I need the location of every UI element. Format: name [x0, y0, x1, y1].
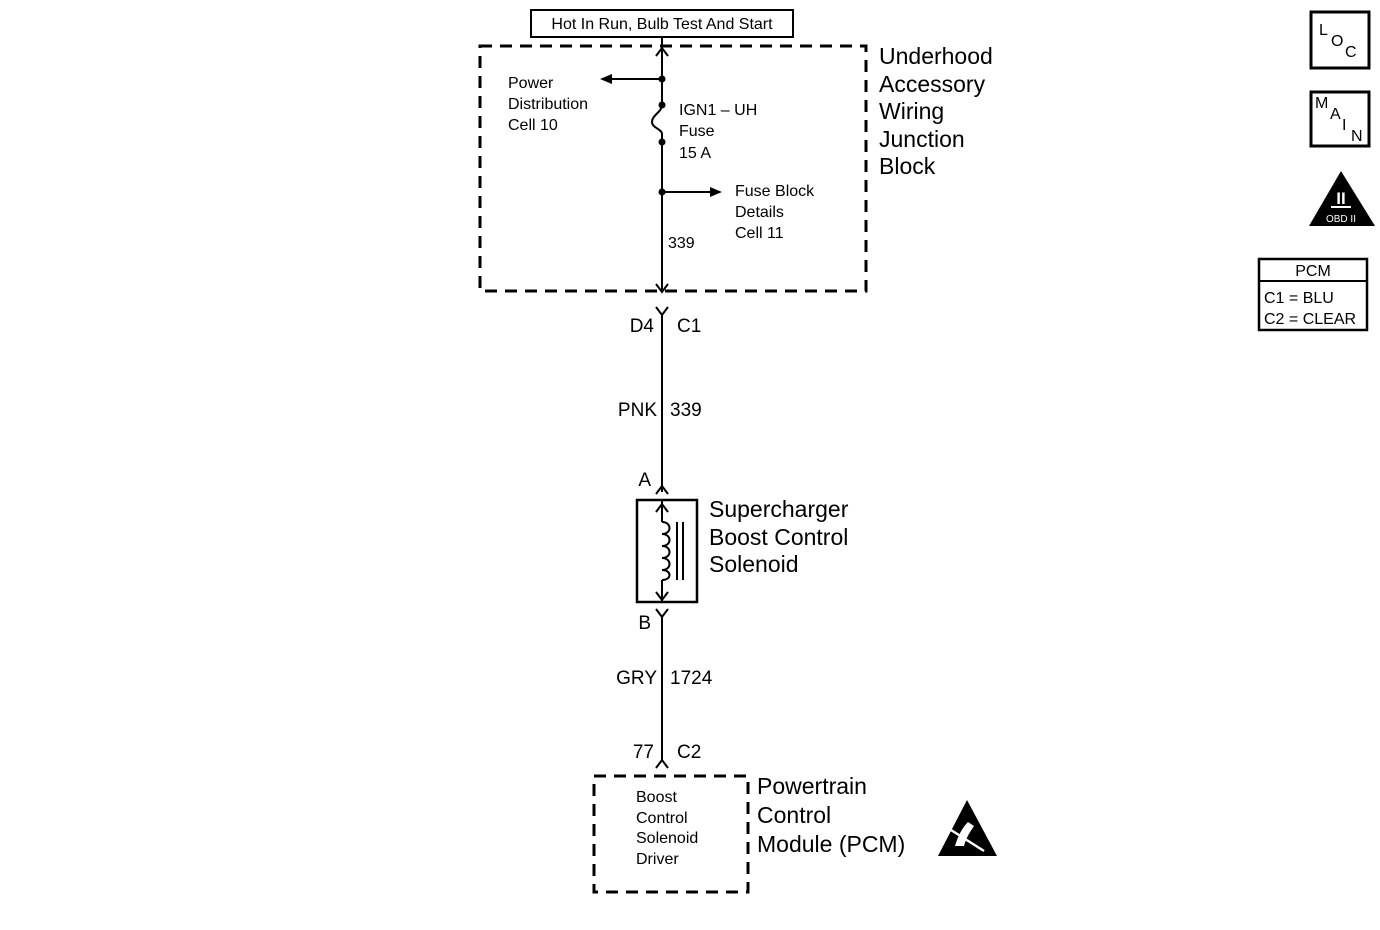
svg-text:Underhood: Underhood	[879, 43, 993, 69]
solenoid-coil-icon	[661, 521, 671, 581]
svg-text:Junction: Junction	[879, 126, 965, 152]
main-icon[interactable]: M A I N	[1309, 90, 1371, 148]
svg-text:C: C	[1345, 44, 1357, 61]
svg-text:II: II	[1336, 189, 1345, 208]
connector-top-pin: D4	[630, 316, 655, 337]
connector-bottom-pin: 77	[633, 742, 654, 763]
svg-text:Solenoid: Solenoid	[636, 830, 698, 847]
svg-text:C1 = BLU: C1 = BLU	[1264, 290, 1334, 307]
internal-circuit-number: 339	[668, 235, 695, 252]
solenoid-arrow-bottom-icon	[655, 591, 669, 602]
svg-text:L: L	[1319, 22, 1328, 39]
solenoid-arrow-top-icon	[655, 502, 669, 513]
connector-c2-icon	[655, 758, 669, 769]
connector-top-name: C1	[677, 316, 701, 337]
svg-text:N: N	[1351, 128, 1363, 145]
wire-1-color: PNK	[618, 400, 657, 421]
junction-block-title: Underhood Accessory Wiring Junction Bloc…	[879, 43, 993, 179]
feed-arrow-icon	[655, 46, 669, 57]
wire-2-circuit: 1724	[670, 668, 713, 689]
svg-text:M: M	[1315, 95, 1328, 112]
svg-text:Details: Details	[735, 204, 784, 221]
svg-text:Control: Control	[757, 802, 831, 828]
svg-text:Block: Block	[879, 153, 936, 179]
solenoid-pin-a: A	[638, 470, 651, 491]
svg-text:A: A	[1330, 106, 1341, 123]
loc-icon[interactable]: L O C	[1309, 10, 1371, 70]
power-distribution-ref: Power Distribution Cell 10	[508, 75, 588, 134]
svg-text:IGN1 – UH: IGN1 – UH	[679, 102, 757, 119]
solenoid-component	[635, 498, 699, 604]
esd-warning-icon	[938, 800, 997, 856]
fuse-icon	[650, 104, 663, 142]
svg-text:Solenoid: Solenoid	[709, 551, 799, 577]
pcm-inner-label: Boost Control Solenoid Driver	[636, 789, 698, 868]
solenoid-title: Supercharger Boost Control Solenoid	[709, 496, 849, 577]
svg-text:Wiring: Wiring	[879, 98, 944, 124]
power-source-box: Hot In Run, Bulb Test And Start	[530, 9, 794, 38]
svg-text:Supercharger: Supercharger	[709, 496, 849, 522]
solenoid-pin-b: B	[638, 613, 651, 634]
pcm-connector-legend: PCM C1 = BLU C2 = CLEAR	[1257, 257, 1369, 332]
svg-text:Fuse: Fuse	[679, 123, 715, 140]
svg-text:Distribution: Distribution	[508, 96, 588, 113]
pin-b-connector-icon	[655, 608, 669, 619]
connector-c1-icon	[655, 306, 669, 317]
svg-text:Cell 11: Cell 11	[735, 225, 784, 242]
power-distribution-arrow-icon	[600, 74, 612, 84]
svg-text:Driver: Driver	[636, 851, 679, 868]
pcm-outline	[592, 774, 750, 894]
fuse-block-arrow-icon	[710, 187, 722, 197]
wire-2-color: GRY	[616, 668, 657, 689]
junction-block-outline	[478, 44, 868, 293]
svg-text:Cell 10: Cell 10	[508, 117, 558, 134]
svg-text:Accessory: Accessory	[879, 71, 986, 97]
svg-text:Fuse Block: Fuse Block	[735, 183, 815, 200]
svg-text:Module (PCM): Module (PCM)	[757, 831, 905, 857]
fuse-block-ref: Fuse Block Details Cell 11	[735, 183, 815, 242]
svg-text:Power: Power	[508, 75, 554, 92]
svg-text:Powertrain: Powertrain	[757, 773, 867, 799]
fuse-label: IGN1 – UH Fuse 15 A	[679, 102, 757, 162]
svg-text:O: O	[1331, 33, 1343, 50]
svg-text:Boost: Boost	[636, 789, 677, 806]
svg-text:I: I	[1342, 117, 1346, 134]
pin-a-connector-icon	[655, 484, 669, 495]
obd-ii-icon[interactable]: II OBD II	[1309, 171, 1375, 226]
wire-1-circuit: 339	[670, 400, 702, 421]
svg-text:C2 = CLEAR: C2 = CLEAR	[1264, 311, 1356, 328]
svg-text:15 A: 15 A	[679, 145, 711, 162]
svg-text:Control: Control	[636, 810, 688, 827]
svg-text:Boost Control: Boost Control	[709, 524, 848, 550]
block-exit-arrow-icon	[655, 283, 669, 294]
connector-bottom-name: C2	[677, 742, 701, 763]
pcm-title: Powertrain Control Module (PCM)	[757, 773, 905, 857]
svg-text:OBD II: OBD II	[1326, 214, 1356, 225]
svg-text:PCM: PCM	[1295, 263, 1331, 280]
power-source-label: Hot In Run, Bulb Test And Start	[551, 16, 773, 33]
